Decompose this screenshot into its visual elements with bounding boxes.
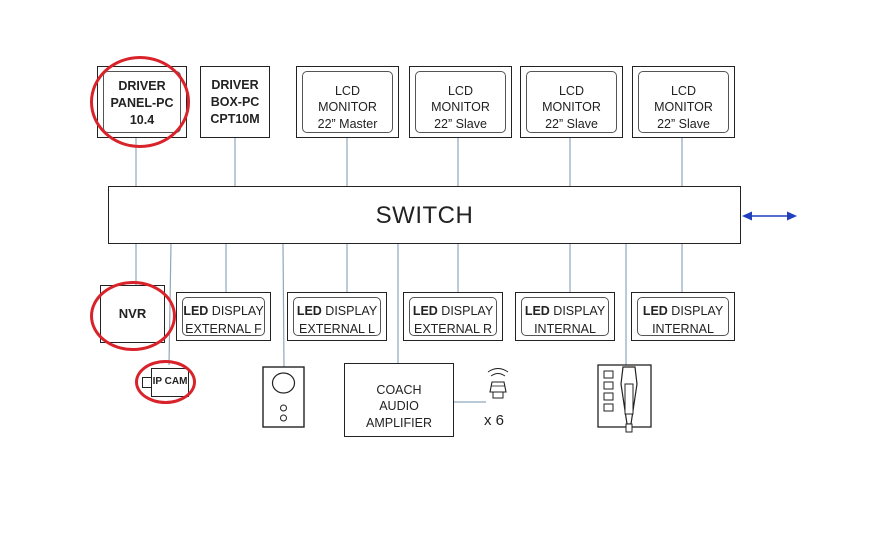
led-display-internal-1: LED DISPLAY INTERNAL	[515, 292, 615, 341]
highlight-ring-ipcam	[135, 360, 196, 404]
monitor-1-line2: MONITOR	[318, 100, 377, 114]
monitor-2-line3: 22” Slave	[434, 117, 487, 131]
monitor-3-line1: LCD	[558, 84, 584, 98]
led-5-sub: INTERNAL	[652, 322, 714, 336]
driver-box-pc-line3: CPT10M	[210, 112, 260, 126]
lcd-monitor-slave-1: LCD MONITOR 22” Slave	[409, 66, 512, 138]
speaker-icon	[487, 368, 509, 399]
led-display-external-r: LED DISPLAY EXTERNAL R	[403, 292, 503, 341]
amplifier-line2: AUDIO	[379, 399, 419, 413]
driver-box-pc-line1: DRIVER	[211, 78, 259, 92]
network-switch: SWITCH	[108, 186, 741, 244]
intercom-panel-icon	[262, 366, 305, 428]
coach-audio-amplifier: COACH AUDIO AMPLIFIER	[344, 363, 454, 437]
led-4-title: LED DISPLAY	[524, 304, 606, 318]
amplifier-line3: AMPLIFIER	[366, 416, 432, 430]
switch-label: SWITCH	[375, 202, 474, 229]
driver-microphone-console-icon	[597, 364, 652, 433]
link-intercom	[282, 242, 285, 368]
led-2-sub: EXTERNAL L	[299, 322, 375, 336]
speaker-count: x 6	[484, 412, 505, 429]
led-display-external-l: LED DISPLAY EXTERNAL L	[287, 292, 387, 341]
monitor-4-line2: MONITOR	[654, 100, 713, 114]
led-4-sub: INTERNAL	[534, 322, 596, 336]
monitor-4-line1: LCD	[670, 84, 696, 98]
led-1-title: LED DISPLAY	[183, 304, 264, 318]
lcd-monitor-master: LCD MONITOR 22” Master	[296, 66, 399, 138]
bidirectional-arrow-icon	[742, 211, 797, 221]
highlight-ring-nvr	[90, 281, 176, 351]
lcd-monitor-slave-2: LCD MONITOR 22” Slave	[520, 66, 623, 138]
monitor-2-line2: MONITOR	[431, 100, 490, 114]
lcd-monitor-slave-3: LCD MONITOR 22” Slave	[632, 66, 735, 138]
led-1-sub: EXTERNAL F	[185, 322, 262, 336]
led-display-internal-2: LED DISPLAY INTERNAL	[631, 292, 735, 341]
highlight-ring-panel-pc	[90, 56, 190, 148]
led-3-title: LED DISPLAY	[412, 304, 494, 318]
led-3-sub: EXTERNAL R	[413, 322, 493, 336]
driver-box-pc-line2: BOX-PC	[210, 95, 260, 109]
monitor-3-line2: MONITOR	[542, 100, 601, 114]
amplifier-line1: COACH	[376, 383, 422, 397]
monitor-4-line3: 22” Slave	[657, 117, 710, 131]
led-display-external-f: LED DISPLAY EXTERNAL F	[176, 292, 271, 341]
monitor-2-line1: LCD	[447, 84, 473, 98]
driver-box-pc-box: DRIVER BOX-PC CPT10M	[200, 66, 270, 138]
monitor-3-line3: 22” Slave	[545, 117, 598, 131]
monitor-1-line1: LCD	[334, 84, 360, 98]
led-2-title: LED DISPLAY	[296, 304, 378, 318]
monitor-1-line3: 22” Master	[317, 117, 378, 131]
led-5-title: LED DISPLAY	[642, 304, 724, 318]
